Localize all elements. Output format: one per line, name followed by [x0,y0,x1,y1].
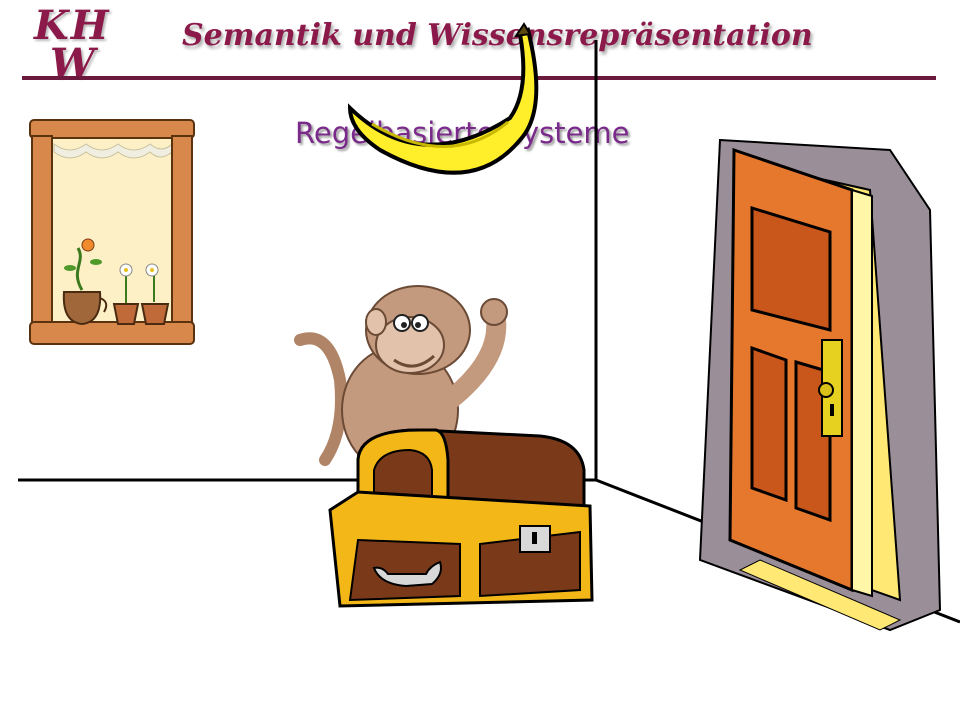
header-title: Semantik und Wissensrepräsentation [182,18,813,53]
open-door-image [698,138,942,632]
window-with-flowerpots-image [29,119,195,345]
banana-image [347,22,539,175]
header-divider [22,76,936,80]
khw-logo: KH W [22,2,132,87]
logo-line-1: KH [34,2,111,49]
treasure-chest-image [328,428,594,608]
